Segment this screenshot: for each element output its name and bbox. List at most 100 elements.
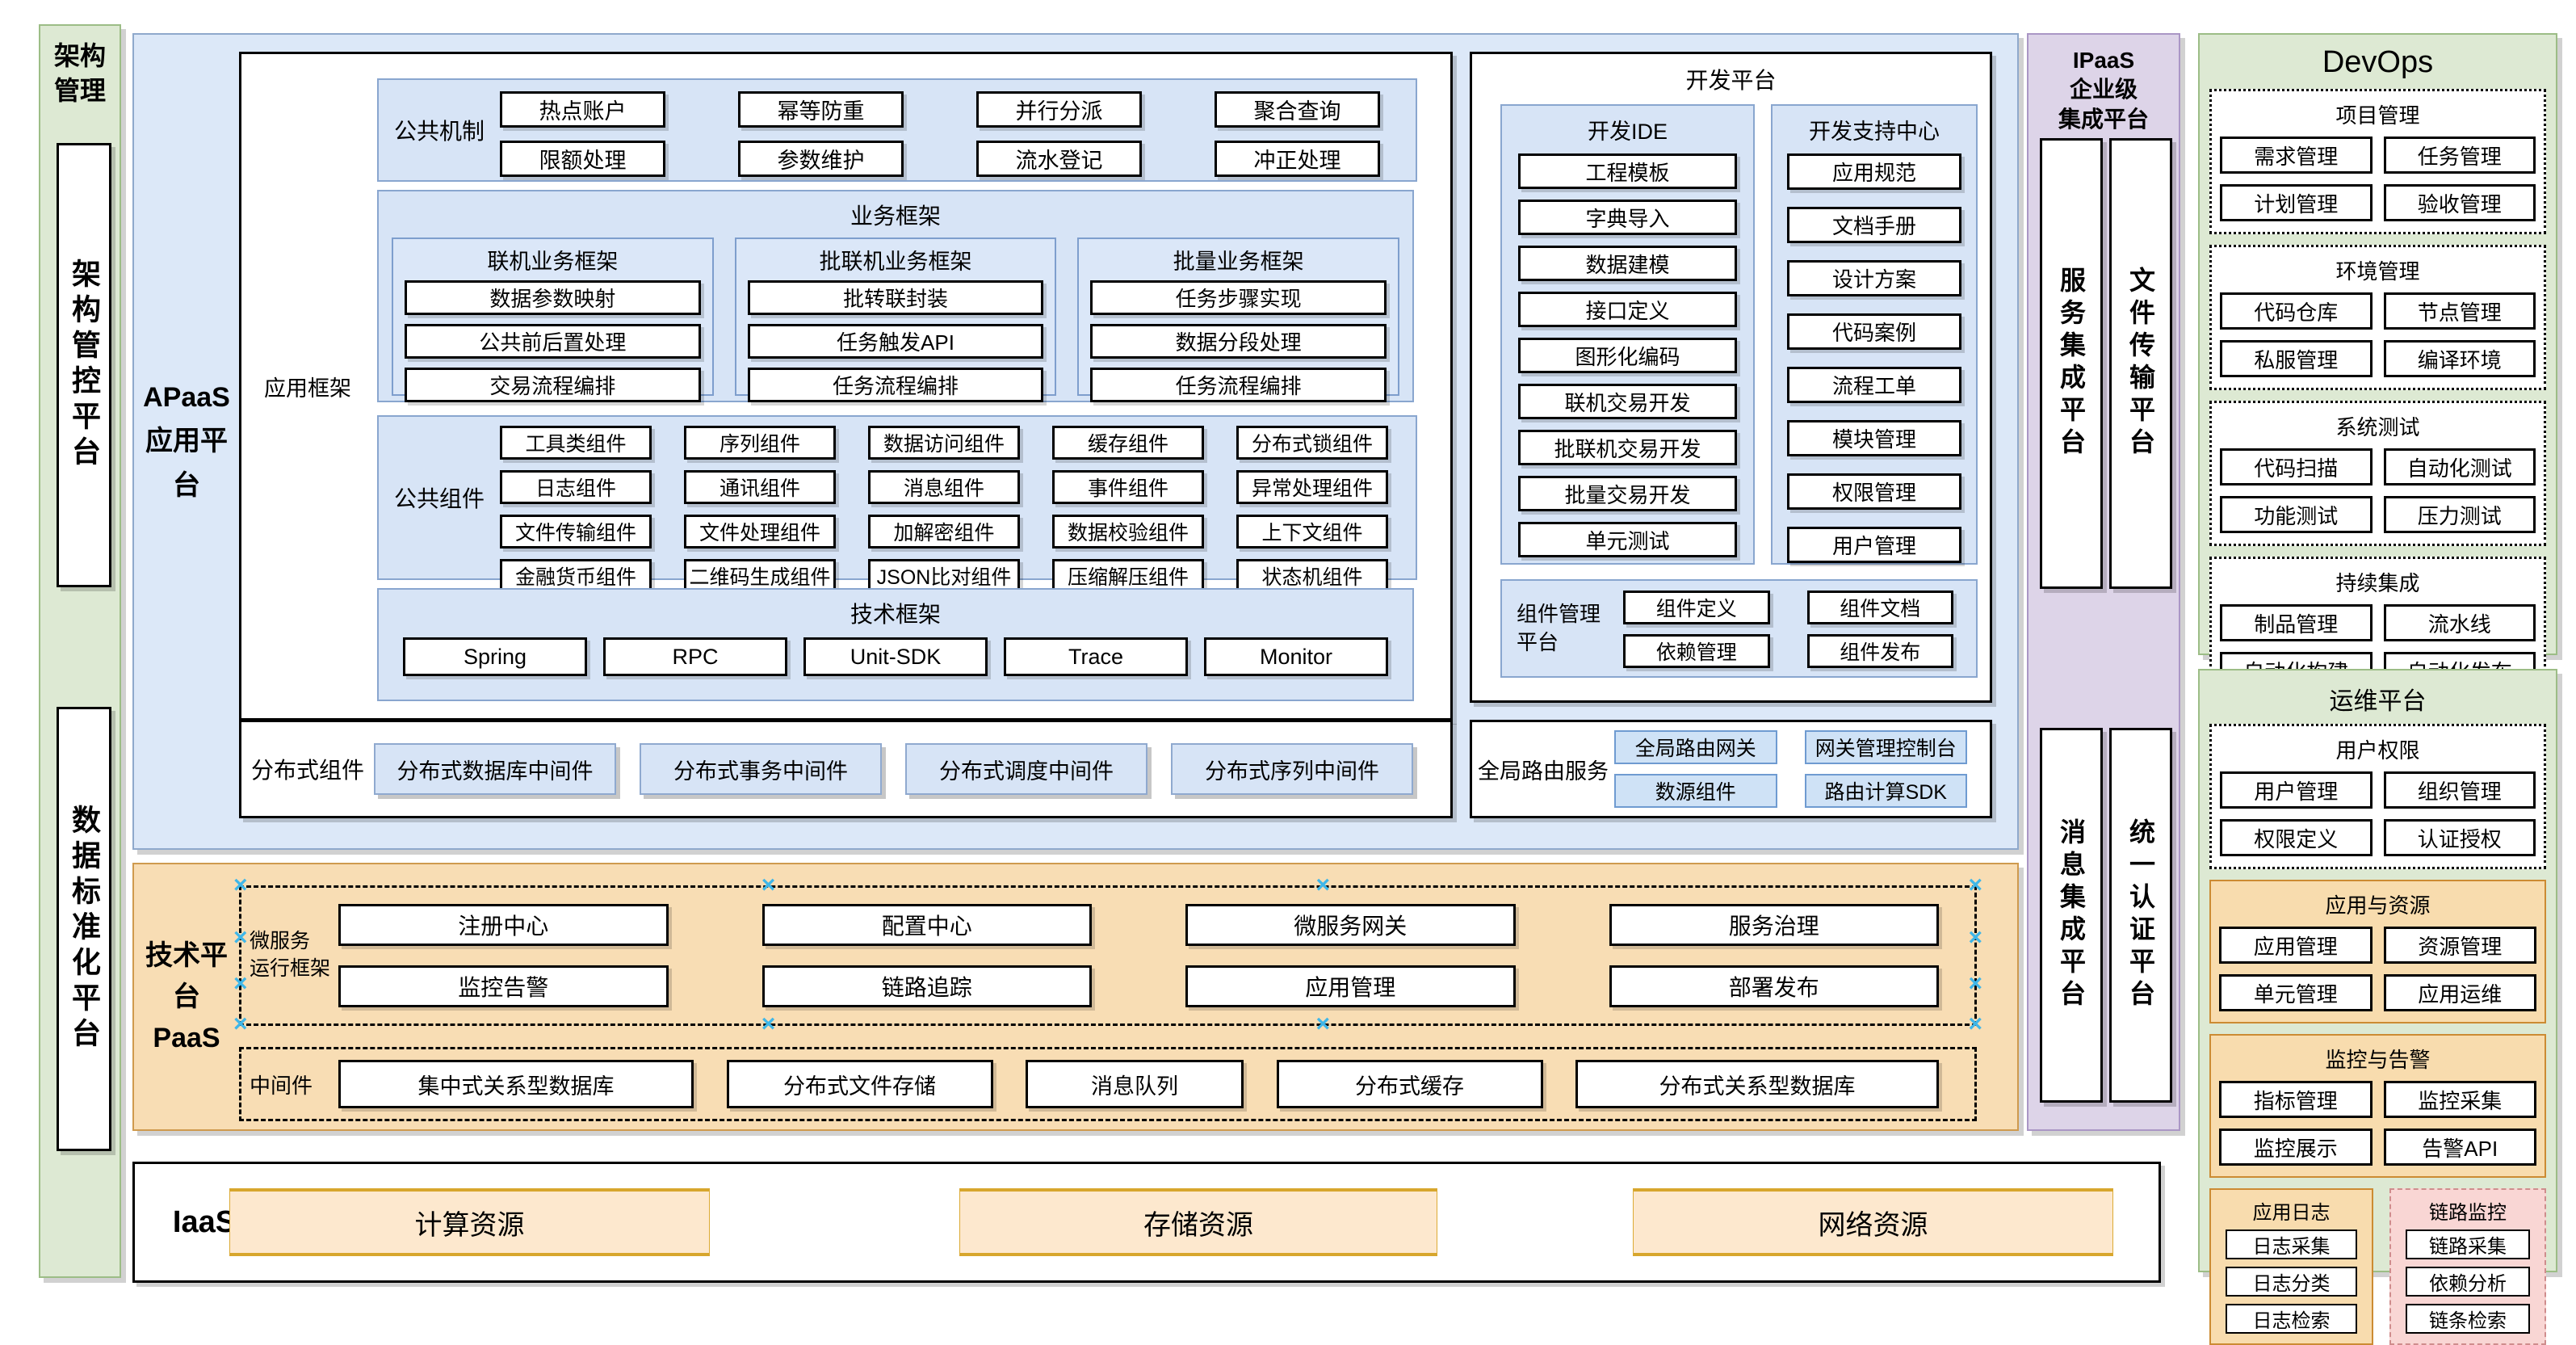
ops-item[interactable]: 应用管理 [2219, 927, 2373, 964]
tech-box[interactable]: Trace [1004, 637, 1188, 676]
devops-item[interactable]: 计划管理 [2220, 184, 2373, 221]
ops-item[interactable]: 权限定义 [2220, 819, 2373, 856]
dev-ide-item[interactable]: 单元测试 [1518, 522, 1737, 557]
selection-handle-icon[interactable]: × [1315, 1011, 1331, 1037]
component-box[interactable]: 消息组件 [868, 470, 1020, 504]
selection-handle-icon[interactable]: × [761, 872, 776, 898]
business-capability-box[interactable]: 交易流程编排 [405, 368, 701, 402]
project-mgmt-section[interactable]: 项目管理 需求管理任务管理计划管理验收管理 [2209, 89, 2546, 234]
selection-handle-icon[interactable]: × [1968, 924, 1982, 952]
mechanism-box[interactable]: 并行分派 [976, 91, 1142, 128]
tech-box[interactable]: RPC [603, 637, 787, 676]
dev-support-item[interactable]: 应用规范 [1787, 153, 1961, 190]
microservice-capability-box[interactable]: 服务治理 [1609, 904, 1939, 946]
selection-handle-icon[interactable]: × [233, 970, 248, 998]
component-box[interactable]: 异常处理组件 [1236, 470, 1388, 504]
tech-box[interactable]: Monitor [1204, 637, 1388, 676]
mechanism-box[interactable]: 聚合查询 [1215, 91, 1380, 128]
microservice-runtime-framework-box[interactable]: 微服务 运行框架 注册中心配置中心微服务网关服务治理监控告警链路追踪应用管理部署… [233, 873, 1982, 1036]
middleware-service-box[interactable]: 消息队列 [1026, 1060, 1244, 1108]
ops-item[interactable]: 监控展示 [2219, 1129, 2373, 1166]
component-box[interactable]: 状态机组件 [1236, 559, 1388, 593]
selection-handle-icon[interactable]: × [233, 872, 248, 898]
dev-support-item[interactable]: 文档手册 [1787, 207, 1961, 243]
devops-item[interactable]: 编译环境 [2383, 340, 2536, 377]
microservice-capability-box[interactable]: 配置中心 [761, 904, 1092, 946]
component-box[interactable]: 通讯组件 [684, 470, 836, 504]
mechanism-box[interactable]: 幂等防重 [738, 91, 904, 128]
middleware-service-box[interactable]: 集中式关系型数据库 [338, 1060, 694, 1108]
component-box[interactable]: 金融货币组件 [500, 559, 652, 593]
business-capability-box[interactable]: 任务流程编排 [1090, 368, 1387, 402]
app-framework-box[interactable]: 应用框架 公共机制 热点账户幂等防重并行分派聚合查询限额处理参数维护流水登记冲正… [239, 52, 1453, 721]
routing-box[interactable]: 数源组件 [1614, 774, 1777, 808]
devops-item[interactable]: 代码仓库 [2220, 292, 2373, 330]
dev-ide-item[interactable]: 数据建模 [1518, 246, 1737, 281]
devops-item[interactable]: 节点管理 [2383, 292, 2536, 330]
devops-item[interactable]: 需求管理 [2220, 137, 2373, 174]
selection-handle-icon[interactable]: × [233, 924, 248, 952]
component-mgmt-item[interactable]: 组件文档 [1806, 591, 1953, 624]
dev-support-item[interactable]: 代码案例 [1787, 313, 1961, 350]
component-mgmt-item[interactable]: 组件发布 [1806, 634, 1953, 668]
devops-item[interactable]: 制品管理 [2220, 604, 2373, 641]
environment-mgmt-section[interactable]: 环境管理 代码仓库节点管理私服管理编译环境 [2209, 245, 2546, 390]
service-integration-platform-box[interactable]: 服务集成平台 [2040, 138, 2103, 589]
business-capability-box[interactable]: 数据分段处理 [1090, 324, 1387, 359]
component-box[interactable]: 分布式锁组件 [1236, 426, 1388, 460]
devops-item[interactable]: 私服管理 [2220, 340, 2373, 377]
component-box[interactable]: 上下文组件 [1236, 515, 1388, 549]
component-box[interactable]: 加解密组件 [868, 515, 1020, 549]
devops-item[interactable]: 流水线 [2383, 604, 2536, 641]
component-mgmt-platform-box[interactable]: 组件管理 平台 组件定义组件文档依赖管理组件发布 [1500, 579, 1978, 678]
ops-item[interactable]: 应用运维 [2383, 974, 2536, 1011]
middleware-service-box[interactable]: 分布式缓存 [1276, 1060, 1543, 1108]
middleware-box[interactable]: 分布式事务中间件 [640, 743, 882, 795]
ops-item[interactable]: 资源管理 [2383, 927, 2536, 964]
ops-item[interactable]: 认证授权 [2383, 819, 2536, 856]
routing-box[interactable]: 网关管理控制台 [1804, 730, 1967, 764]
ops-item[interactable]: 指标管理 [2219, 1081, 2373, 1118]
app-log-item[interactable]: 日志检索 [2226, 1304, 2357, 1334]
online-business-framework-group[interactable]: 联机业务框架 数据参数映射公共前后置处理交易流程编排 [392, 237, 714, 402]
arch-control-platform-box[interactable]: 架构管控平台 [57, 143, 111, 587]
microservice-capability-box[interactable]: 链路追踪 [761, 965, 1092, 1007]
selection-handle-icon[interactable]: × [1968, 1011, 1982, 1037]
dev-platform-box[interactable]: 开发平台 开发IDE 工程模板字典导入数据建模接口定义图形化编码联机交易开发批联… [1470, 52, 1992, 703]
business-capability-box[interactable]: 任务触发API [747, 324, 1044, 359]
dev-ide-item[interactable]: 图形化编码 [1518, 338, 1737, 373]
ops-item[interactable]: 告警API [2383, 1129, 2536, 1166]
middleware-box[interactable]: 分布式调度中间件 [905, 743, 1147, 795]
dev-support-item[interactable]: 流程工单 [1787, 367, 1961, 403]
dev-support-item[interactable]: 设计方案 [1787, 260, 1961, 296]
common-mechanism-box[interactable]: 公共机制 热点账户幂等防重并行分派聚合查询限额处理参数维护流水登记冲正处理 [377, 78, 1417, 182]
middleware-box[interactable]: 分布式序列中间件 [1171, 743, 1413, 795]
dev-ide-box[interactable]: 开发IDE 工程模板字典导入数据建模接口定义图形化编码联机交易开发批联机交易开发… [1500, 104, 1755, 565]
component-box[interactable]: 压缩解压组件 [1052, 559, 1204, 593]
component-box[interactable]: 事件组件 [1052, 470, 1204, 504]
component-box[interactable]: 文件传输组件 [500, 515, 652, 549]
link-monitor-item[interactable]: 链路采集 [2406, 1229, 2530, 1259]
mechanism-box[interactable]: 限额处理 [500, 141, 665, 177]
selection-handle-icon[interactable]: × [1315, 872, 1331, 898]
middleware-service-box[interactable]: 分布式文件存储 [726, 1060, 993, 1108]
selection-handle-icon[interactable]: × [233, 1011, 248, 1037]
tech-box[interactable]: Unit-SDK [803, 637, 988, 676]
middleware-box[interactable]: 中间件 集中式关系型数据库分布式文件存储消息队列分布式缓存分布式关系型数据库 [239, 1047, 1977, 1121]
microservice-capability-box[interactable]: 微服务网关 [1185, 904, 1516, 946]
continuous-integration-section[interactable]: 持续集成 制品管理流水线自动化构建自动化发布 [2209, 557, 2546, 702]
ipaas-panel[interactable]: IPaaS 企业级 集成平台 服务集成平台 文件传输平台 消息集成平台 统一认证… [2027, 33, 2180, 1131]
mechanism-box[interactable]: 流水登记 [976, 141, 1142, 177]
app-log-item[interactable]: 日志分类 [2226, 1267, 2357, 1297]
business-capability-box[interactable]: 公共前后置处理 [405, 324, 701, 359]
app-and-resources-section[interactable]: 应用与资源 应用管理资源管理单元管理应用运维 [2209, 880, 2546, 1023]
mechanism-box[interactable]: 热点账户 [500, 91, 665, 128]
mechanism-box[interactable]: 冲正处理 [1215, 141, 1380, 177]
monitoring-alerting-section[interactable]: 监控与告警 指标管理监控采集监控展示告警API [2209, 1034, 2546, 1178]
link-monitor-item[interactable]: 链条检索 [2406, 1304, 2530, 1334]
selection-handle-icon[interactable]: × [1968, 872, 1982, 898]
dev-support-item[interactable]: 模块管理 [1787, 420, 1961, 456]
network-resource-box[interactable]: 网络资源 [1633, 1188, 2113, 1256]
